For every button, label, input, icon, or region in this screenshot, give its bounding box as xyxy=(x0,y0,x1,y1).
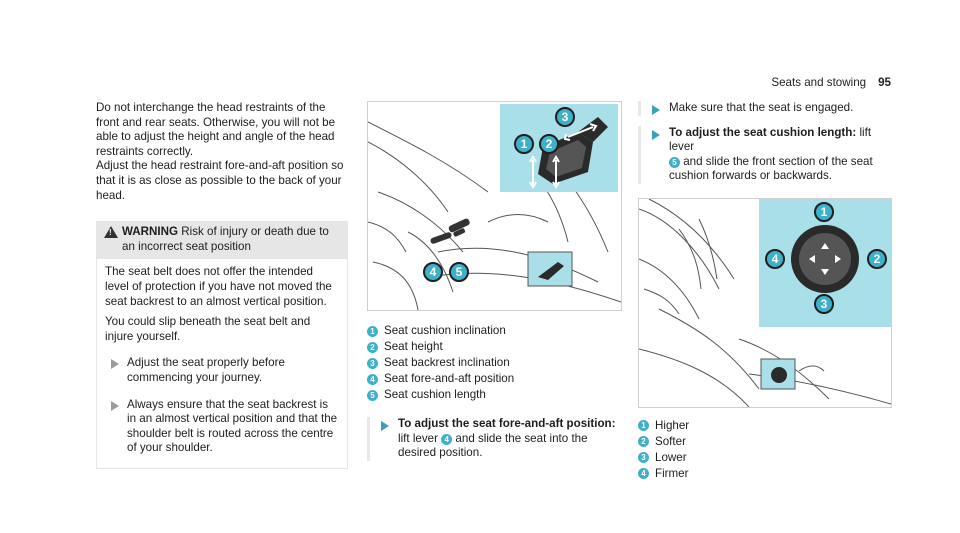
cushion-switch-illustration: 1 2 3 4 xyxy=(638,197,892,408)
callout-1: 1 xyxy=(514,134,534,154)
lever-badge: 5 xyxy=(669,156,680,168)
column-3: Make sure that the seat is engaged. To a… xyxy=(638,101,892,482)
warning-icon xyxy=(104,226,118,239)
arrow-icon xyxy=(111,400,119,411)
warning-step-1: Adjust the seat properly before commenci… xyxy=(105,356,339,385)
callout-1: 1 xyxy=(814,201,834,222)
cushion-illustration-svg xyxy=(639,198,891,407)
arrow-icon xyxy=(652,105,660,115)
step-title: To adjust the seat cushion length: xyxy=(669,125,857,139)
callout-4: 4 xyxy=(765,248,785,269)
column-1: Do not interchange the head restraints o… xyxy=(96,101,348,469)
arrow-icon xyxy=(381,421,389,431)
warning-title: Risk of injury or death due to an incorr… xyxy=(122,225,329,253)
arrow-icon xyxy=(111,359,119,370)
arrow-icon xyxy=(652,129,660,140)
warning-text-1: The seat belt does not offer the intende… xyxy=(105,265,332,308)
callout-3: 3 xyxy=(814,293,834,314)
warning-header: ! WARNING Risk of injury or death due to… xyxy=(96,221,348,260)
page-number: 95 xyxy=(878,76,891,89)
head-restraint-para-1: Do not interchange the head restraints o… xyxy=(96,101,336,158)
callout-4: 4 xyxy=(423,262,443,282)
section-title: Seats and stowing xyxy=(771,76,867,89)
engaged-step: Make sure that the seat is engaged. xyxy=(638,101,890,116)
fore-aft-step: To adjust the seat fore-and-aft position… xyxy=(367,417,620,461)
callout-5: 5 xyxy=(449,262,469,282)
warning-step-2: Always ensure that the seat backrest is … xyxy=(105,398,339,456)
warning-body: The seat belt does not offer the intende… xyxy=(96,259,348,469)
lever-badge: 4 xyxy=(441,433,453,445)
callout-3: 3 xyxy=(555,107,575,127)
step-title: To adjust the seat fore-and-aft position… xyxy=(398,417,616,430)
seat-controls-illustration: 3 1 2 4 5 xyxy=(367,101,622,311)
callout-2: 2 xyxy=(539,134,559,154)
callout-2: 2 xyxy=(867,248,887,269)
warning-text-2: You could slip beneath the seat belt and… xyxy=(105,315,311,343)
page-header: Seats and stowing 95 xyxy=(771,76,891,91)
warning-box: ! WARNING Risk of injury or death due to… xyxy=(96,221,348,469)
cushion-length-step: To adjust the seat cushion length: lift … xyxy=(638,125,890,184)
head-restraint-para-2: Adjust the head restraint fore-and-aft p… xyxy=(96,159,344,202)
seat-illustration-svg xyxy=(368,104,621,310)
warning-label: WARNING xyxy=(122,225,179,239)
